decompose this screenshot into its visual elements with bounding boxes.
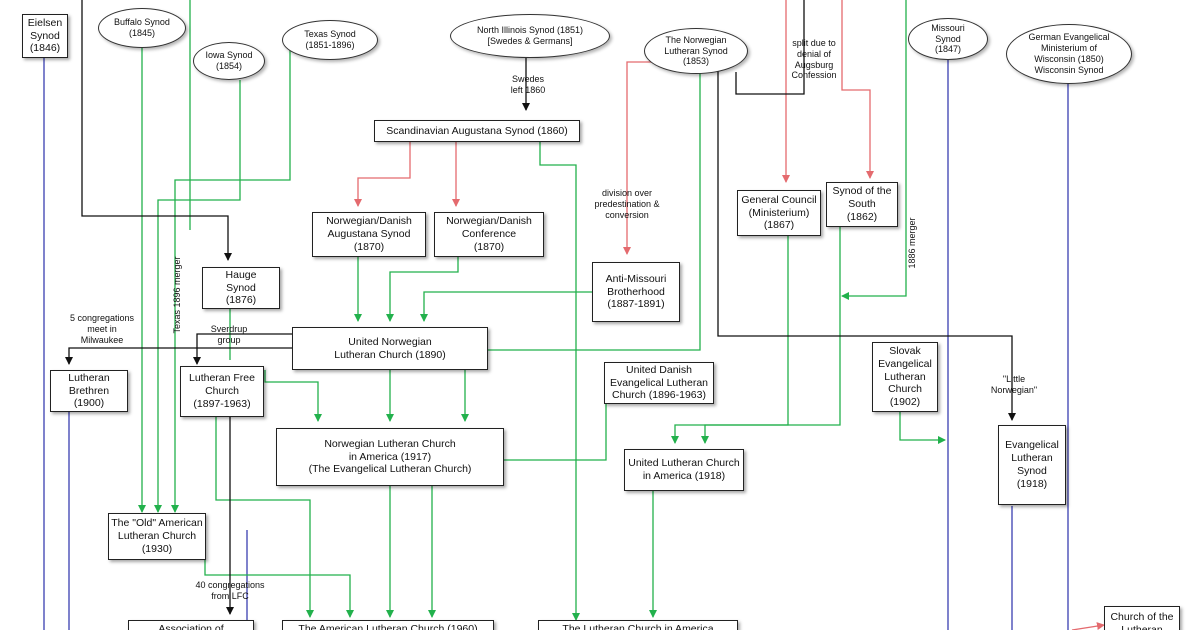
- norwegian-synod-cloud: The Norwegian Lutheran Synod (1853): [644, 28, 748, 74]
- texas-synod-cloud: Texas Synod (1851-1896): [282, 20, 378, 60]
- lutheran-brethren-box: Lutheran Brethren (1900): [50, 370, 128, 412]
- little-norwegian-note: "Little Norwegian": [990, 374, 1038, 395]
- merger-1886-note: 1886 merger: [907, 217, 917, 269]
- church-lutheran-box: Church of the Lutheran: [1104, 606, 1180, 630]
- edge-sverdrup: [193, 333, 292, 365]
- split-augustana-nd-augustana: [354, 142, 411, 207]
- edge-synod-south-ulca: [701, 225, 841, 444]
- split-denial-note: split due to denial of Augsburg Confessi…: [791, 38, 837, 81]
- edge-old-american-alc: [204, 560, 354, 618]
- five-congregations-note: 5 congregations meet in Milwaukee: [69, 313, 135, 345]
- german-evangelical-cloud: German Evangelical Ministerium of Wiscon…: [1006, 24, 1132, 84]
- edge-slovak-missouri: [899, 412, 946, 444]
- edge-free-alc: [215, 416, 314, 618]
- texas-merger-note: Texas 1896 merger: [172, 256, 182, 334]
- split-top-synod-south: [841, 0, 874, 179]
- edge-1886-merger: [841, 0, 907, 300]
- lca-box: The Lutheran Church in America: [538, 620, 738, 630]
- eielsen-synod-box: Eielsen Synod (1846): [22, 14, 68, 58]
- split-norwegian-synod-anti-missouri: [623, 61, 662, 255]
- north-illinois-synod-cloud: North Illinois Synod (1851) [Swedes & Ge…: [450, 14, 610, 58]
- split-church-lutheran: [1071, 622, 1105, 630]
- nd-conference-box: Norwegian/Danish Conference (1870): [434, 212, 544, 257]
- synod-of-south-box: Synod of the South (1862): [826, 182, 898, 227]
- iowa-synod-cloud: Iowa Synod (1854): [193, 42, 265, 80]
- edge-anti-missouri-united-norwegian: [420, 291, 592, 322]
- division-note: division over predestination & conversio…: [594, 188, 660, 220]
- ulca-box: United Lutheran Church in America (1918): [624, 449, 744, 491]
- lutheran-free-church-box: Lutheran Free Church (1897-1963): [180, 366, 264, 417]
- els-box: Evangelical Lutheran Synod (1918): [998, 425, 1066, 505]
- association-box: Association of: [128, 620, 254, 630]
- edge-norwegian-synod-missouri-link: [735, 0, 805, 95]
- general-council-box: General Council (Ministerium) (1867): [737, 190, 821, 236]
- norwegian-lca-box: Norwegian Lutheran Church in America (19…: [276, 428, 504, 486]
- edge-top-hauge: [81, 0, 232, 261]
- united-norwegian-box: United Norwegian Lutheran Church (1890): [292, 327, 488, 370]
- augustana-synod-box: Scandinavian Augustana Synod (1860): [374, 120, 580, 142]
- edge-texas-old-american: [171, 50, 291, 513]
- edge-augustana-lca: [539, 142, 580, 621]
- anti-missouri-box: Anti-Missouri Brotherhood (1887-1891): [592, 262, 680, 322]
- edge-little-norwegian: [717, 66, 1016, 421]
- alc-box: The American Lutheran Church (1960): [282, 620, 494, 630]
- old-american-box: The "Old" American Lutheran Church (1930…: [108, 513, 206, 560]
- edge-free-nlca: [264, 370, 322, 422]
- united-danish-box: United Danish Evangelical Lutheran Churc…: [604, 362, 714, 404]
- swedes-left-note: Swedes left 1860: [510, 74, 546, 95]
- edge-general-council-ulca: [671, 236, 789, 444]
- edge-nd-conference-united-norwegian: [386, 257, 459, 322]
- edge-norwegian-synod-nlca: [461, 72, 701, 422]
- edge-united-danish-alc: [428, 404, 607, 618]
- forty-congregations-note: 40 congregations from LFC: [195, 580, 265, 601]
- missouri-synod-cloud: Missouri Synod (1847): [908, 18, 988, 60]
- edge-brethren: [65, 347, 292, 365]
- hauge-synod-box: Hauge Synod (1876): [202, 267, 280, 309]
- buffalo-synod-cloud: Buffalo Synod (1845): [98, 8, 186, 48]
- nd-augustana-synod-box: Norwegian/Danish Augustana Synod (1870): [312, 212, 426, 257]
- edge-iowa-old-american: [154, 80, 241, 513]
- sverdrup-note: Sverdrup group: [210, 324, 248, 345]
- slovak-church-box: Slovak Evangelical Lutheran Church (1902…: [872, 342, 938, 412]
